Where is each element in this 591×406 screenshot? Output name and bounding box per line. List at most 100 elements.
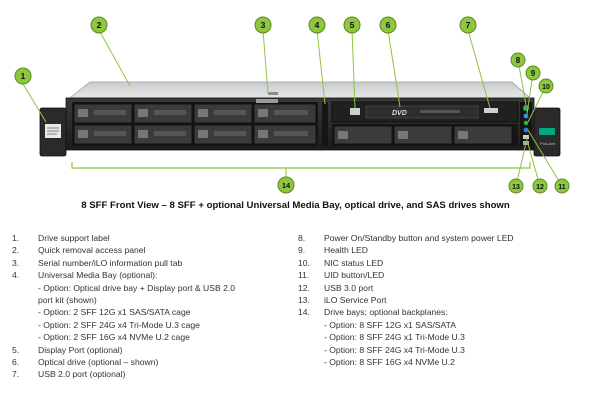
usb2-port: [484, 108, 498, 113]
legend-item: 10. NIC status LED: [298, 257, 588, 269]
legend-sub-item: - Option: 8 SFF 24G x4 Tri-Mode U.3: [324, 344, 465, 355]
legend-item: 14. Drive bays; optional backplanes:: [298, 306, 588, 318]
legend-item-number: 7.: [12, 369, 20, 380]
legend-item-text: UID button/LED: [324, 270, 385, 281]
legend-item: 12. USB 3.0 port: [298, 282, 588, 294]
legend-item-text: Quick removal access panel: [38, 245, 146, 256]
svg-text:13: 13: [512, 184, 520, 191]
control-panel: [520, 102, 532, 146]
drive-bay: [133, 103, 193, 124]
legend-item-number: 5.: [12, 344, 20, 355]
legend-item-text: USB 3.0 port: [324, 282, 374, 293]
legend-item: 6. Optical drive (optional – shown): [12, 356, 302, 368]
legend-item-number: 11.: [298, 270, 310, 281]
svg-text:10: 10: [542, 84, 550, 91]
legend-item-text: NIC status LED: [324, 257, 384, 268]
legend-item-text: Health LED: [324, 245, 368, 256]
callout-3: 3: [254, 16, 272, 34]
legend-item-number: 1.: [12, 233, 20, 243]
drive-bay: [453, 125, 513, 145]
legend-item-number: 9.: [298, 245, 306, 256]
legend-item-number: 8.: [298, 233, 306, 243]
legend-item-text: Optical drive (optional – shown): [38, 357, 159, 368]
drive-bay: [253, 103, 317, 124]
legend-item-text: Universal Media Bay (optional):: [38, 270, 158, 281]
svg-text:8: 8: [516, 56, 521, 65]
legend-sub-item: - Option: 2 SFF 16G x4 NVMe U.2 cage: [38, 332, 190, 343]
legend-item-text: Drive support label: [38, 233, 110, 243]
drive-bay: [253, 124, 317, 145]
legend-item: 13.iLO Service Port: [298, 294, 588, 306]
legend-item: 3. Serial number/iLO information pull tab: [12, 257, 302, 269]
callout-6: 6: [379, 16, 397, 34]
drive-bay: [193, 124, 253, 145]
legend-sub-item: - Option: 2 SFF 24G x4 Tri-Mode U.3 cage: [38, 319, 200, 330]
drive-bays: [72, 102, 318, 146]
svg-text:6: 6: [386, 20, 391, 30]
legend-item: 4. Universal Media Bay (optional):: [12, 269, 302, 281]
callout-5: 5: [343, 16, 361, 34]
callout-2: 2: [90, 16, 108, 34]
svg-text:4: 4: [315, 20, 320, 30]
drive-bays-secondary: [322, 102, 518, 146]
callout-13: 13: [508, 178, 524, 194]
legend-item: 11. UID button/LED: [298, 269, 588, 281]
callout-10: 10: [538, 78, 554, 94]
legend-item: 8. Power On/Standby button and system pow…: [298, 232, 588, 244]
svg-text:12: 12: [536, 184, 544, 191]
drive-bay: [393, 125, 453, 145]
nic-status-led: [523, 120, 529, 126]
legend-item-number: 10.: [298, 257, 310, 268]
callout-11: 11: [554, 178, 570, 194]
callout-8: 8: [510, 52, 526, 68]
svg-text:1: 1: [21, 71, 26, 81]
legend-item: 7. USB 2.0 port (optional): [12, 368, 302, 380]
server-front-view-diagram: DVD ProLiant 1 2 3 4 5 6: [14, 16, 570, 194]
legend-sub-item: port kit (shown): [38, 295, 97, 306]
callout-1: 1: [14, 67, 32, 85]
drive-bay: [133, 124, 193, 145]
health-led: [523, 113, 529, 119]
legend-item-number: 6.: [12, 357, 20, 368]
legend-item-number: 3.: [12, 257, 20, 268]
svg-text:9: 9: [531, 69, 536, 78]
figure-caption: 8 SFF Front View – 8 SFF + optional Univ…: [81, 200, 510, 211]
callout-7: 7: [459, 16, 477, 34]
svg-text:5: 5: [350, 20, 355, 30]
callout-9: 9: [525, 65, 541, 81]
callout-14: 14: [277, 176, 295, 194]
legend-item-text: iLO Service Port: [324, 295, 387, 306]
legend-item: 9. Health LED: [298, 244, 588, 256]
legend-sub-item: - Option: 8 SFF 16G x4 NVMe U.2: [324, 357, 455, 368]
legend-item: 5. Display Port (optional): [12, 344, 302, 356]
legend-item-number: 2.: [12, 245, 20, 256]
universal-media-bay: DVD: [331, 101, 519, 123]
legend-item-text: Drive bays; optional backplanes:: [324, 307, 448, 318]
drive-bay: [73, 124, 133, 145]
serial-pull-tab: [256, 99, 278, 103]
drive-bay: [193, 103, 253, 124]
access-panel: [68, 81, 532, 99]
bezel-text: ProLiant: [540, 141, 556, 146]
legend-item-number: 14.: [298, 307, 310, 318]
legend-sub-item: - Option: Optical drive bay + Display po…: [38, 282, 236, 293]
legend-item: 2. Quick removal access panel: [12, 244, 302, 256]
uid-button[interactable]: [523, 127, 529, 133]
legend-item-text: Serial number/iLO information pull tab: [38, 257, 183, 268]
drive-bay: [333, 125, 393, 145]
optical-drive-logo: DVD: [392, 110, 407, 117]
brand-badge: [539, 128, 555, 135]
svg-text:11: 11: [558, 184, 566, 191]
svg-text:3: 3: [261, 20, 266, 30]
legend-item-text: USB 2.0 port (optional): [38, 369, 126, 380]
legend-sub-item: - Option: 8 SFF 24G x1 Tri-Mode U.3: [324, 332, 465, 343]
display-port: [350, 108, 360, 115]
svg-text:7: 7: [466, 20, 471, 30]
legend-right: 8. Power On/Standby button and system pow…: [298, 232, 588, 368]
legend-item-text: Display Port (optional): [38, 344, 123, 355]
legend-item-number: 4.: [12, 270, 20, 281]
callout-4: 4: [308, 16, 326, 34]
legend-item: 1. Drive support label: [12, 232, 302, 244]
legend-item-text: Power On/Standby button and system power…: [324, 233, 514, 243]
legend-item-number: 12.: [298, 282, 310, 293]
